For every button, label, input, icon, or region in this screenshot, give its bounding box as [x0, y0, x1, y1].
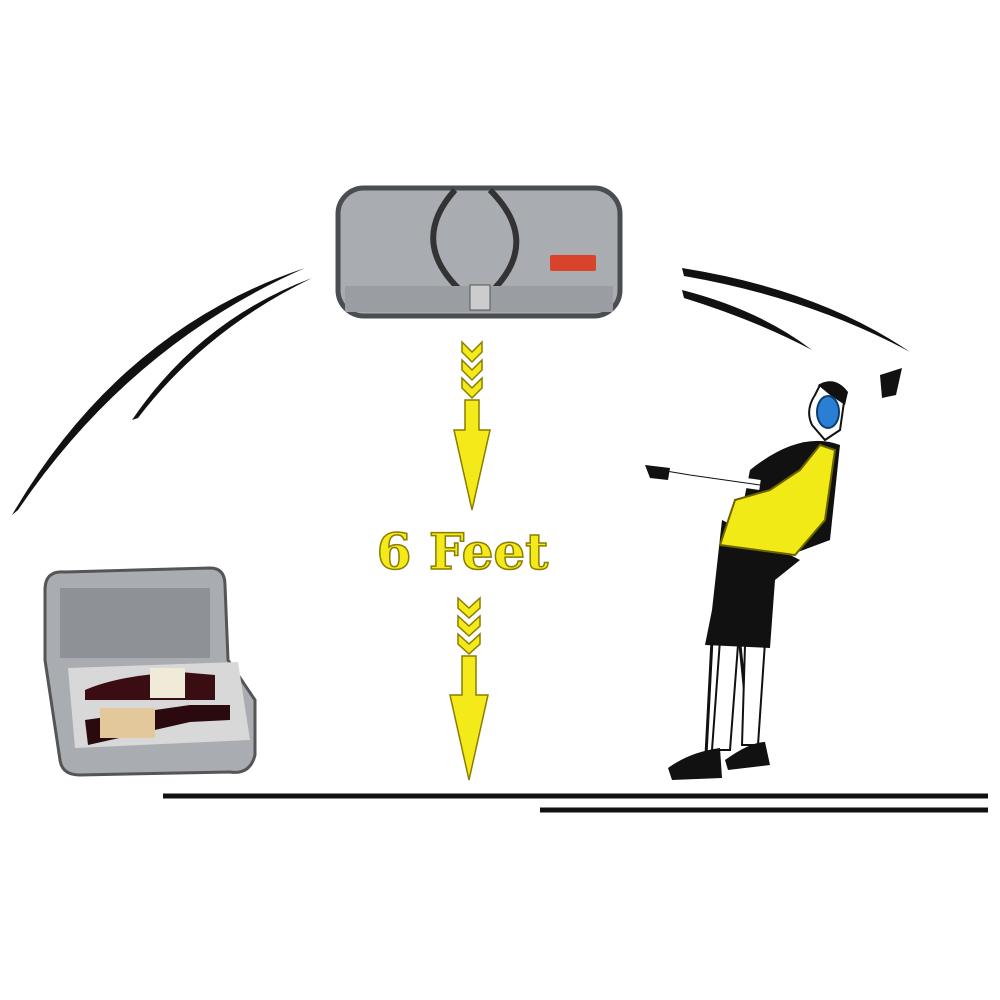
down-arrow-bottom: [449, 596, 489, 781]
down-arrow-top: [453, 340, 491, 511]
carry-case-open-with-wine: [43, 566, 257, 777]
carry-case-closed: [335, 185, 623, 319]
person-catching: [645, 368, 902, 780]
floor-lines: [163, 793, 988, 813]
motion-arc-right: [682, 268, 910, 352]
distance-label: 6 Feet: [376, 521, 549, 582]
motion-arc-left: [12, 268, 312, 515]
headphones: [816, 395, 840, 429]
brand-logo: [550, 255, 596, 271]
